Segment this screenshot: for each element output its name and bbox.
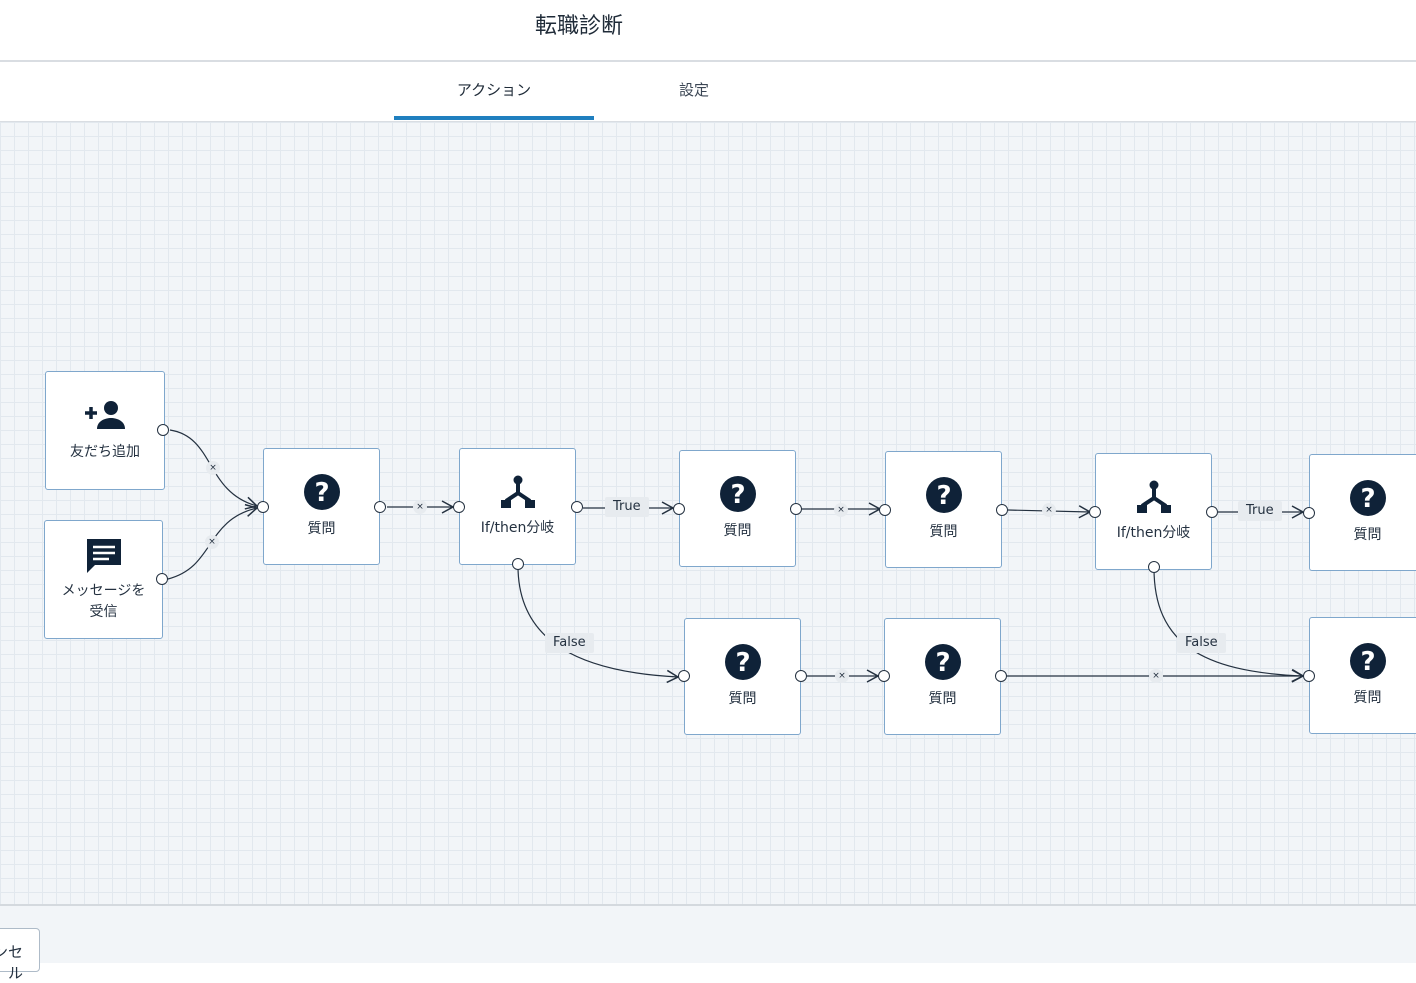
input-port[interactable] xyxy=(673,503,685,515)
edge-label-false[interactable]: False xyxy=(545,633,594,653)
node-label: 質問 xyxy=(307,520,336,537)
node-label: 質問 xyxy=(1353,526,1382,543)
node-question[interactable]: ? 質問 xyxy=(1309,454,1416,571)
node-question[interactable]: ? 質問 xyxy=(885,451,1002,568)
node-if-then-branch[interactable]: If/then分岐 xyxy=(459,448,576,565)
header-bar: 転職診断 xyxy=(0,0,1416,62)
node-label: If/then分岐 xyxy=(480,519,555,536)
message-icon xyxy=(86,538,121,573)
footer-bar: ヤンセル xyxy=(0,904,1416,982)
output-port[interactable] xyxy=(156,573,168,585)
node-label: 質問 xyxy=(723,522,752,539)
svg-text:?: ? xyxy=(735,648,750,678)
node-label: メッセージを 受信 xyxy=(61,582,146,620)
node-label: If/then分岐 xyxy=(1116,524,1191,541)
cancel-button[interactable]: ヤンセル xyxy=(0,928,40,982)
node-question[interactable]: ? 質問 xyxy=(884,618,1001,735)
node-label: 友だち追加 xyxy=(70,443,140,460)
edge-branch1-false xyxy=(517,565,680,684)
remove-edge-button[interactable]: × xyxy=(205,535,219,549)
edge-label-true[interactable]: True xyxy=(1238,501,1282,521)
remove-edge-button[interactable]: × xyxy=(206,461,220,475)
flow-canvas[interactable]: 友だち追加 メッセージを 受信 ? 質問 If/then分岐 xyxy=(0,122,1416,904)
add-person-icon xyxy=(85,400,125,429)
node-message-receive[interactable]: メッセージを 受信 xyxy=(44,520,163,639)
input-port[interactable] xyxy=(678,670,690,682)
svg-text:?: ? xyxy=(936,481,951,511)
input-port[interactable] xyxy=(1303,670,1315,682)
output-port[interactable] xyxy=(157,424,169,436)
node-question[interactable]: ? 質問 xyxy=(263,448,380,565)
true-output-port[interactable] xyxy=(1206,506,1218,518)
output-port[interactable] xyxy=(795,670,807,682)
svg-text:?: ? xyxy=(935,648,950,678)
node-question[interactable]: ? 質問 xyxy=(684,618,801,735)
active-tab-indicator xyxy=(394,116,594,120)
svg-text:?: ? xyxy=(314,478,329,508)
question-icon: ? xyxy=(303,473,340,510)
remove-edge-button[interactable]: × xyxy=(834,503,848,517)
tab-bar: アクション 設定 xyxy=(0,62,1416,122)
false-output-port[interactable] xyxy=(1148,561,1160,573)
node-label: 質問 xyxy=(1353,689,1382,706)
question-icon: ? xyxy=(719,475,756,512)
question-icon: ? xyxy=(924,643,961,680)
question-icon: ? xyxy=(1349,642,1386,679)
input-port[interactable] xyxy=(1089,506,1101,518)
tab-action[interactable]: アクション xyxy=(456,81,532,99)
false-output-port[interactable] xyxy=(512,558,524,570)
question-icon: ? xyxy=(1349,479,1386,516)
svg-text:?: ? xyxy=(1360,647,1375,677)
node-label: 質問 xyxy=(728,690,757,707)
branch-icon xyxy=(500,475,535,508)
input-port[interactable] xyxy=(878,670,890,682)
tab-settings[interactable]: 設定 xyxy=(678,81,709,99)
true-output-port[interactable] xyxy=(571,501,583,513)
node-if-then-branch[interactable]: If/then分岐 xyxy=(1095,453,1212,570)
output-port[interactable] xyxy=(996,504,1008,516)
edge-label-false[interactable]: False xyxy=(1177,633,1226,653)
node-label: 質問 xyxy=(928,690,957,707)
node-question[interactable]: ? 質問 xyxy=(1309,617,1416,734)
input-port[interactable] xyxy=(879,504,891,516)
remove-edge-button[interactable]: × xyxy=(1042,503,1056,517)
svg-text:?: ? xyxy=(1360,484,1375,514)
output-port[interactable] xyxy=(995,670,1007,682)
branch-icon xyxy=(1136,480,1171,513)
output-port[interactable] xyxy=(374,501,386,513)
edge-branch2-false xyxy=(1153,567,1305,683)
input-port[interactable] xyxy=(257,501,269,513)
input-port[interactable] xyxy=(453,501,465,513)
node-friend-add[interactable]: 友だち追加 xyxy=(45,371,165,490)
remove-edge-button[interactable]: × xyxy=(835,669,849,683)
node-question[interactable]: ? 質問 xyxy=(679,450,796,567)
page-title: 転職診断 xyxy=(534,14,623,39)
remove-edge-button[interactable]: × xyxy=(1149,669,1163,683)
input-port[interactable] xyxy=(1303,507,1315,519)
remove-edge-button[interactable]: × xyxy=(413,500,427,514)
svg-text:?: ? xyxy=(730,480,745,510)
question-icon: ? xyxy=(724,643,761,680)
node-label: 質問 xyxy=(929,523,958,540)
question-icon: ? xyxy=(925,476,962,513)
edge-label-true[interactable]: True xyxy=(605,497,649,517)
output-port[interactable] xyxy=(790,503,802,515)
